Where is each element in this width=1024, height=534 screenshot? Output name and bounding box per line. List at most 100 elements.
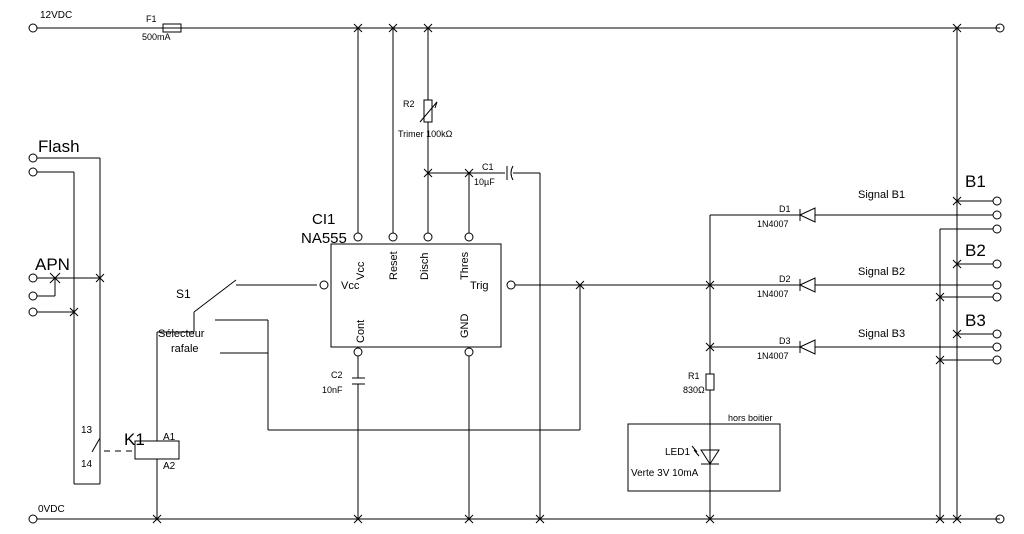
output-bus [935,23,1005,524]
b2-pin-2 [992,280,1002,290]
pin-cont [353,347,363,357]
supply-terminal [28,23,38,33]
signal-b1-label: Signal B1 [858,189,905,201]
pin-label-thres: Thres [459,251,471,280]
pin-label-gnd: GND [459,314,471,339]
c2-value: 10nF [322,385,343,395]
b2-pin-3 [992,292,1002,302]
diode-bus [705,215,715,524]
r1-value: 830Ω [683,385,705,395]
b3-label: B3 [965,311,986,330]
led-box-frame [627,423,781,492]
apn-label: APN [35,255,70,274]
relay-a2: A2 [163,461,176,472]
pin-label-vcc-top: Vcc [355,261,367,280]
flash-input: Flash [28,137,101,485]
pin-label-reset: Reset [388,251,400,280]
b3-pin-2 [992,342,1002,352]
supply-label: 12VDC [40,10,72,21]
pin-gnd [464,347,474,357]
ic-body [330,243,502,348]
b3-pin-3 [992,355,1002,365]
capacitor-c1: C1 10µF [474,162,514,187]
pin-reset [388,232,398,242]
relay-ref: K1 [124,430,145,449]
relay-contact-14: 14 [81,459,93,470]
apn-terminal-1 [28,273,38,283]
apn-terminal-2 [28,291,38,301]
selector-label-line1: Sélecteur [158,328,205,340]
pin-vcc-left [319,280,329,290]
d2-part: 1N4007 [757,289,789,299]
connector-b2: B2 [935,241,1002,302]
pin-trig [506,280,516,290]
c2-ref: C2 [331,370,343,380]
diode-d3: D3 1N4007 Signal B3 [710,328,993,361]
trimmer-r2: R2 Trimer 100kΩ [398,99,453,139]
fuse-ref: F1 [146,14,157,24]
d2-ref: D2 [779,274,791,284]
ic-555: CI1 NA555 Vcc Trig Vcc Reset Disch Thres… [301,211,516,357]
relay-k1: 13 14 K1 A1 A2 [81,332,180,524]
pin-vcc [353,232,363,242]
d3-part: 1N4007 [757,351,789,361]
b2-pin-1 [992,259,1002,269]
b2-label: B2 [965,241,986,260]
capacitor-c2: C2 10nF [322,370,365,395]
pin-label-vcc-left: Vcc [341,280,360,292]
connector-b3: B3 [935,311,1002,365]
flash-label: Flash [38,137,80,156]
led-box-label: hors boitier [728,413,773,423]
signal-b2-label: Signal B2 [858,266,905,278]
relay-contact-13: 13 [81,425,93,436]
apn-input: APN [28,255,105,317]
ground-terminal-right [995,514,1005,524]
pin-label-trig: Trig [470,280,489,292]
resistor-r1: R1 830Ω [683,371,715,395]
b1-label: B1 [965,172,986,191]
ground-terminal [28,514,38,524]
connector-b1: B1 [940,172,1002,234]
ground-label: 0VDC [38,504,65,515]
switch-ref: S1 [176,287,191,301]
b3-pin-1 [992,329,1002,339]
led-ref: LED1 [665,447,690,458]
diode-d1: D1 1N4007 Signal B1 [710,189,993,229]
apn-terminal-3 [28,307,38,317]
r1-ref: R1 [688,371,700,381]
r1-body [705,373,715,391]
pin-label-cont: Cont [355,320,367,343]
ic-wiring [353,23,710,524]
selector-label-line2: rafale [171,343,199,355]
pin-thres [464,232,474,242]
d1-ref: D1 [779,204,791,214]
c1-ref: C1 [482,162,494,172]
trimmer-body [423,99,433,123]
pin-disch [423,232,433,242]
ground-rail: 0VDC [28,504,1000,524]
led-symbol [700,449,720,465]
diode-d2: D2 1N4007 Signal B2 [710,266,993,299]
trimmer-ref: R2 [403,99,415,109]
fuse-f1: F1 500mA [142,14,182,42]
relay-a1: A1 [163,432,176,443]
led-box: hors boitier LED1 Verte 3V 10mA [627,413,781,492]
flash-terminal-1 [28,153,38,163]
supply-rail: 12VDC [28,10,1000,33]
supply-terminal-right [995,23,1005,33]
c1-value: 10µF [474,177,495,187]
b1-pin-1 [992,196,1002,206]
b1-pin-2 [992,210,1002,220]
d3-ref: D3 [779,336,791,346]
fuse-value: 500mA [142,32,171,42]
switch-s1: S1 Sélecteur rafale [157,279,581,431]
led-desc: Verte 3V 10mA [631,468,699,479]
flash-terminal-2 [28,167,38,177]
ic-part: NA555 [301,230,347,247]
signal-b3-label: Signal B3 [858,328,905,340]
ic-ref: CI1 [312,211,335,228]
b1-pin-3 [992,224,1002,234]
trimmer-value: Trimer 100kΩ [398,129,453,139]
d1-part: 1N4007 [757,219,789,229]
